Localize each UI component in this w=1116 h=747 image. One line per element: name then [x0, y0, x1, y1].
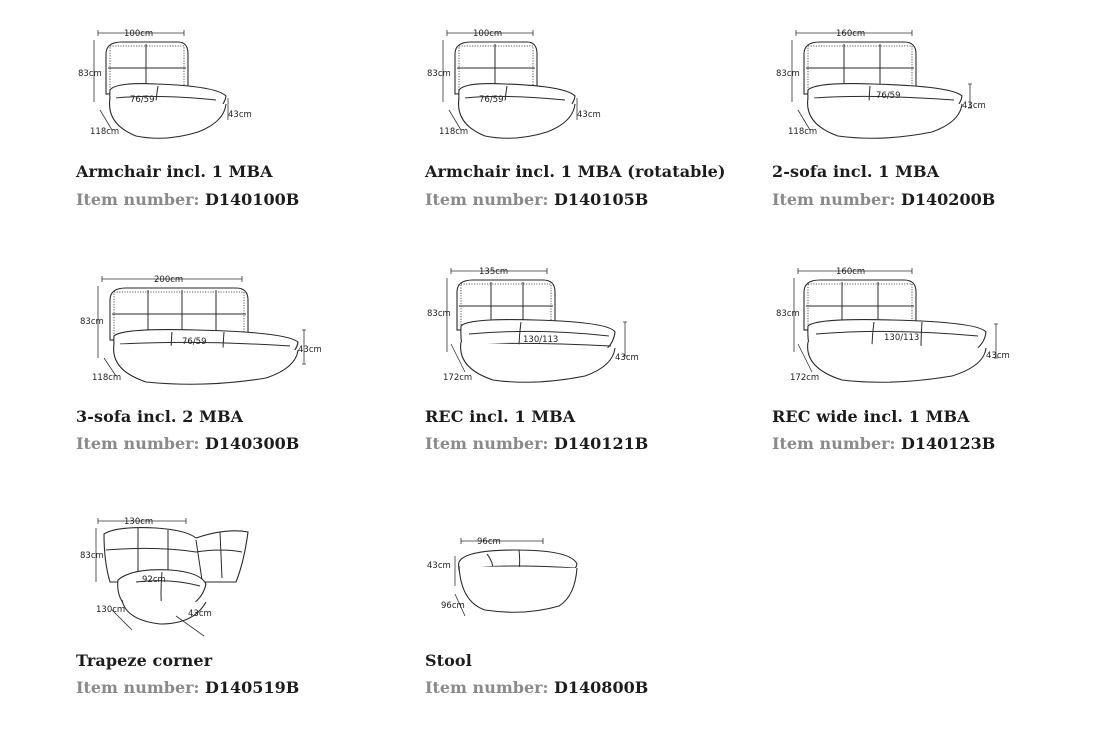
dim-depth: 118cm: [92, 373, 121, 383]
dim-width: 100cm: [473, 29, 502, 39]
dim-height: 83cm: [427, 69, 451, 79]
dim-seat-height: 43cm: [986, 351, 1010, 361]
armchair-rotatable-drawing: 100cm 83cm 118cm 43cm 76/59: [427, 29, 601, 139]
dim-width: 160cm: [836, 267, 865, 277]
dim-seat-depth: 76/59: [130, 95, 155, 105]
rec-wide-drawing: 160cm 83cm 172cm 43cm 130/113: [776, 267, 1010, 383]
dim-seat-depth: 130/113: [884, 333, 919, 343]
dim-seat-depth: 76/59: [182, 337, 207, 347]
item-number-label: Item number:: [772, 434, 896, 453]
dim-height: 83cm: [78, 69, 102, 79]
dim-width: 160cm: [836, 29, 865, 39]
item-number-label: Item number:: [425, 678, 549, 697]
item-number-line: Item number: D140300B: [76, 434, 299, 453]
dim-width: 96cm: [477, 537, 501, 547]
product-sofa-3: 200cm 83cm 118cm 43cm 76/59 3-sofa incl.…: [76, 268, 406, 453]
dim-seat-depth: 130/113: [523, 335, 558, 345]
stool-drawing: 96cm 43cm 96cm: [427, 537, 578, 617]
item-number-value: D140121B: [554, 434, 649, 453]
dim-width: 100cm: [124, 29, 153, 39]
product-rec-wide: 160cm 83cm 172cm 43cm 130/113 REC wide i…: [772, 262, 1102, 453]
item-number-value: D140800B: [554, 678, 649, 697]
dim-depth: 130cm: [96, 605, 125, 615]
item-number-value: D140123B: [901, 434, 996, 453]
item-number-line: Item number: D140200B: [772, 190, 995, 209]
dim-height: 83cm: [776, 309, 800, 319]
dim-width: 130cm: [124, 517, 153, 527]
product-trapeze-corner: 130cm 83cm 130cm 43cm 92cm Trapeze corne…: [76, 512, 406, 697]
product-title: Armchair incl. 1 MBA: [76, 162, 273, 181]
product-title: REC incl. 1 MBA: [425, 407, 576, 426]
dim-seat-depth: 76/59: [479, 95, 504, 105]
product-title: Armchair incl. 1 MBA (rotatable): [425, 162, 726, 181]
dim-depth: 172cm: [443, 373, 472, 383]
item-number-label: Item number:: [76, 678, 200, 697]
product-title: Trapeze corner: [76, 651, 213, 670]
dim-seat-height: 43cm: [228, 110, 252, 120]
dim-width: 200cm: [154, 275, 183, 285]
product-stool: 96cm 43cm 96cm Stool Item number: D14080…: [425, 532, 755, 697]
rec-drawing: 135cm 83cm 172cm 43cm 130/113: [427, 267, 639, 383]
dim-depth: 96cm: [441, 601, 465, 611]
product-title: 3-sofa incl. 2 MBA: [76, 407, 244, 426]
dim-seat-height: 43cm: [962, 101, 986, 111]
dim-height: 43cm: [427, 561, 451, 571]
product-sofa-2: 160cm 83cm 118cm 43cm 76/59 2-sofa incl.…: [772, 24, 1102, 209]
item-number-label: Item number:: [425, 434, 549, 453]
sofa-2-drawing: 160cm 83cm 118cm 43cm 76/59: [776, 29, 986, 139]
item-number-value: D140100B: [205, 190, 300, 209]
dim-height: 83cm: [80, 551, 104, 561]
item-number-line: Item number: D140800B: [425, 678, 648, 697]
product-title: Stool: [425, 651, 472, 670]
dim-seat-depth: 92cm: [142, 575, 166, 585]
dim-seat-height: 43cm: [577, 110, 601, 120]
product-armchair-rotatable: 100cm 83cm 118cm 43cm 76/59 Armchair inc…: [425, 24, 755, 209]
dim-seat-height: 43cm: [615, 353, 639, 363]
item-number-line: Item number: D140100B: [76, 190, 299, 209]
item-number-value: D140200B: [901, 190, 996, 209]
dim-seat-height: 43cm: [188, 609, 212, 619]
dim-height: 83cm: [80, 317, 104, 327]
item-number-line: Item number: D140121B: [425, 434, 648, 453]
dim-height: 83cm: [427, 309, 451, 319]
item-number-value: D140105B: [554, 190, 649, 209]
item-number-label: Item number:: [772, 190, 896, 209]
dim-depth: 172cm: [790, 373, 819, 383]
armchair-drawing: 100cm 83cm 118cm 43cm 76/59: [78, 29, 252, 139]
dim-height: 83cm: [776, 69, 800, 79]
product-title: 2-sofa incl. 1 MBA: [772, 162, 940, 181]
product-armchair: 100cm 83cm 118cm 43cm 76/59 Armchair inc…: [76, 24, 406, 209]
item-number-value: D140300B: [205, 434, 300, 453]
dim-depth: 118cm: [788, 127, 817, 137]
item-number-line: Item number: D140105B: [425, 190, 648, 209]
item-number-label: Item number:: [76, 434, 200, 453]
dim-seat-height: 43cm: [298, 345, 322, 355]
item-number-line: Item number: D140519B: [76, 678, 299, 697]
item-number-label: Item number:: [425, 190, 549, 209]
product-rec: 135cm 83cm 172cm 43cm 130/113 REC incl. …: [425, 262, 755, 453]
item-number-line: Item number: D140123B: [772, 434, 995, 453]
dim-width: 135cm: [479, 267, 508, 277]
product-title: REC wide incl. 1 MBA: [772, 407, 970, 426]
sofa-3-drawing: 200cm 83cm 118cm 43cm 76/59: [80, 275, 322, 385]
dim-seat-depth: 76/59: [876, 91, 901, 101]
trapeze-corner-drawing: 130cm 83cm 130cm 43cm 92cm: [80, 517, 249, 637]
dim-depth: 118cm: [439, 127, 468, 137]
dim-depth: 118cm: [90, 127, 119, 137]
item-number-label: Item number:: [76, 190, 200, 209]
item-number-value: D140519B: [205, 678, 300, 697]
